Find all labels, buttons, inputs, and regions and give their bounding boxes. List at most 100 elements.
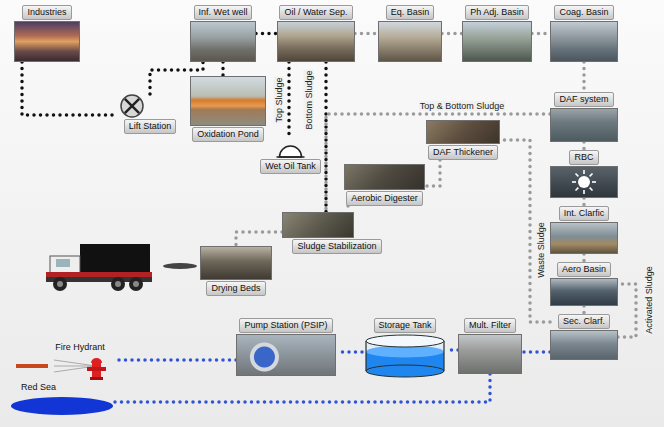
station-label: Drying Beds: [206, 281, 265, 296]
flow-connector: [256, 32, 277, 36]
flow-connector: [448, 348, 458, 352]
station-label: Industries: [22, 5, 71, 20]
station-photo: [550, 278, 618, 306]
lift-station-cross: [125, 99, 139, 113]
cyl-icon: [362, 334, 448, 378]
station-label: Mult. Filter: [464, 318, 516, 333]
station-label: Sludge Stabilization: [292, 239, 381, 254]
flow-connector: [114, 358, 236, 362]
flow-connector: [618, 284, 636, 337]
station-label: DAF system: [554, 92, 613, 107]
station-photo: [14, 21, 80, 62]
station-photo: [550, 108, 618, 142]
station-photo: [378, 21, 442, 62]
station-photo: [550, 222, 618, 254]
sludge-dish: [163, 263, 197, 269]
sun-ray: [590, 188, 593, 191]
tank-base: [277, 156, 305, 158]
station-box: Fire Hydrant: [46, 340, 114, 380]
station-label: Coag. Basin: [554, 5, 613, 20]
flow-label: Bottom Sludge: [304, 69, 314, 130]
flow-connector: [582, 62, 586, 92]
sun-ray: [576, 174, 579, 177]
flow-connector: [532, 32, 550, 36]
truck-hub: [57, 281, 63, 287]
flow-connector: [582, 254, 586, 262]
sun-icon: [550, 166, 618, 198]
flow-connector: [221, 62, 225, 76]
station-box: Drying Beds: [200, 246, 272, 296]
station-box: Storage Tank: [362, 318, 448, 378]
flow-connector: [326, 114, 550, 212]
station-label: Aerobic Digester: [346, 191, 423, 206]
station-photo: [277, 21, 355, 62]
station-box: Pump Station (PSIP): [236, 318, 336, 376]
sun-ray: [590, 174, 593, 177]
station-label: Aero Basin: [557, 262, 611, 277]
sun-symbol: [578, 176, 590, 188]
lift-icon: [118, 94, 182, 118]
truck-wheel: [53, 277, 67, 291]
station-box: Sec. Clarf.: [550, 314, 618, 360]
station-photo: [236, 334, 336, 376]
station-photo: [458, 334, 522, 374]
station-label: Red Sea: [16, 380, 61, 395]
sun-ray: [576, 188, 579, 191]
flow-connector: [442, 32, 462, 36]
station-label: Oil / Water Sep.: [279, 5, 352, 20]
station-box: Lift Station: [118, 94, 182, 134]
station-label: Fire Hydrant: [50, 340, 110, 355]
tank-icon: [258, 140, 323, 158]
station-label: Wet Oil Tank: [260, 159, 321, 174]
station-box: Aerobic Digester: [344, 164, 425, 206]
flow-connector: [425, 160, 440, 186]
station-photo: [190, 21, 256, 62]
station-label: Lift Station: [124, 119, 177, 134]
station-photo: [550, 21, 618, 62]
flow-connector: [582, 198, 586, 206]
flow-connector: [582, 142, 586, 150]
truck-wheel: [129, 277, 143, 291]
station-label: DAF Thickener: [428, 145, 498, 160]
station-box: Int. Clarfic: [550, 206, 618, 254]
station-label: Oxidation Pond: [192, 127, 264, 142]
station-label: Ph Adj. Basin: [465, 5, 529, 20]
sun-ray: [583, 170, 585, 174]
sea-icon: [10, 396, 114, 416]
flow-label: Top Sludge: [274, 76, 284, 123]
station-label: Inf. Wet well: [194, 5, 253, 20]
flow-connector: [287, 62, 291, 140]
flow-connector: [22, 62, 118, 115]
tank-bottom: [366, 365, 444, 377]
station-label: Storage Tank: [374, 318, 437, 333]
station-box: DAF Thickener: [426, 120, 500, 160]
station-box: Oxidation Pond: [190, 76, 266, 142]
sun-ray: [592, 181, 596, 183]
truck-hub: [133, 281, 139, 287]
flow-connector: [500, 140, 550, 322]
hydrant-base: [90, 377, 103, 380]
station-photo: [200, 246, 272, 280]
hydrant-icon: [46, 356, 114, 380]
station-box: Wet Oil Tank: [258, 140, 323, 174]
station-box: Mult. Filter: [458, 318, 522, 374]
station-photo: [426, 120, 500, 144]
station-photo: [282, 212, 354, 238]
hydrant-nozzle: [87, 367, 106, 371]
station-box: Inf. Wet well: [190, 5, 256, 62]
station-box: DAF system: [550, 92, 618, 142]
truck-hub: [115, 281, 121, 287]
flow-connector: [355, 32, 378, 36]
station-box: Ph Adj. Basin: [462, 5, 532, 62]
station-box: Industries: [14, 5, 80, 62]
spray-line: [54, 366, 96, 367]
truck-tank: [80, 244, 150, 275]
station-label: RBC: [569, 150, 598, 165]
sea-symbol: [11, 397, 113, 415]
sun-ray: [583, 190, 585, 194]
flow-label: Activated Sludge: [644, 265, 654, 335]
flow-connector: [236, 232, 282, 246]
truck-stripe: [46, 272, 152, 277]
hydrant-cap: [91, 358, 102, 363]
station-box: RBC: [550, 150, 618, 198]
